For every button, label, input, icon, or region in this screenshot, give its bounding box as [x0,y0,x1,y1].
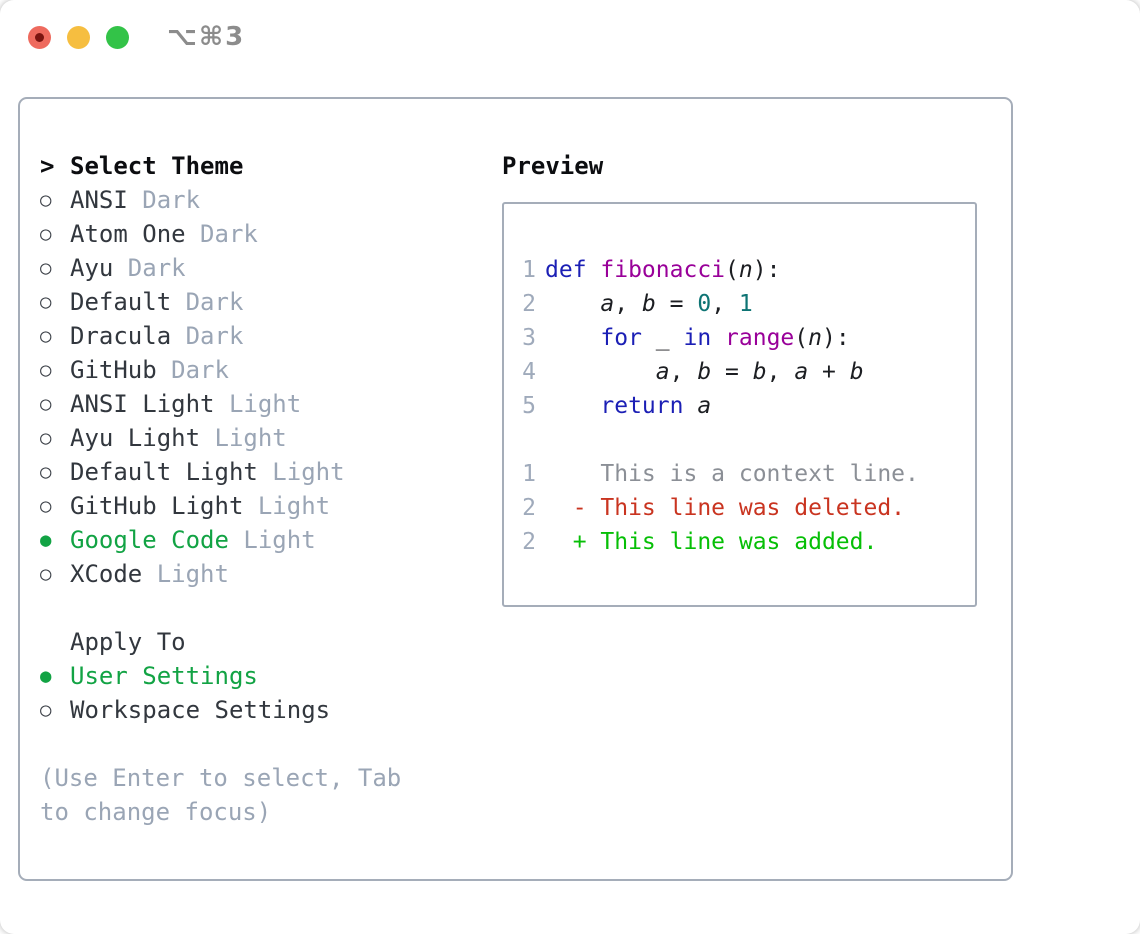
code-line: 3 for _ in range(n): [522,321,975,355]
theme-option-ayu-light[interactable]: ○ Ayu Light Light [40,421,440,455]
apply-to-title: Apply To [70,628,186,656]
radio-unselected-icon: ○ [40,427,52,449]
radio-unselected-icon: ○ [40,189,52,211]
preview-title: Preview [502,152,604,180]
apply-option-workspace-settings[interactable]: ○ Workspace Settings [40,693,440,727]
titlebar: ⌥⌘3 [0,0,1140,74]
apply-to-list: ● User Settings ○ Workspace Settings [40,659,440,727]
code-line: 5 return a [522,389,975,423]
code-line: 2 a, b = 0, 1 [522,287,975,321]
minimize-button[interactable] [67,25,90,49]
theme-option-github[interactable]: ○ GitHub Dark [40,353,440,387]
radio-unselected-icon: ○ [40,699,52,721]
line-number: 3 [522,325,536,351]
theme-option-ansi[interactable]: ○ ANSI Dark [40,183,440,217]
radio-selected-icon: ● [40,665,52,687]
diff-line-context: 1 This is a context line. [522,457,975,491]
apply-to-header: Apply To [40,625,440,659]
apply-option-user-settings[interactable]: ● User Settings [40,659,440,693]
select-theme-title: Select Theme [70,152,244,180]
close-dot-icon [35,32,44,42]
line-number: 2 [522,495,536,521]
radio-selected-icon: ● [40,529,52,551]
code-lines: 1 def fibonacci(n): 2 a, b = 0, 1 3 for … [522,253,975,423]
line-number: 2 [522,291,536,317]
line-number: 1 [522,257,536,283]
radio-unselected-icon: ○ [40,325,52,347]
radio-unselected-icon: ○ [40,359,52,381]
diff-line-deleted: 2 - This line was deleted. [522,491,975,525]
window-title: ⌥⌘3 [167,22,246,52]
main-panel: > Select Theme ○ ANSI Dark ○ Atom One Da… [18,97,1013,881]
zoom-button[interactable] [106,25,129,49]
line-number: 2 [522,529,536,555]
preview-box: 1 def fibonacci(n): 2 a, b = 0, 1 3 for … [502,202,977,607]
theme-option-xcode[interactable]: ○ XCode Light [40,557,440,591]
close-button[interactable] [28,25,51,49]
traffic-lights [28,25,129,49]
theme-option-ansi-light[interactable]: ○ ANSI Light Light [40,387,440,421]
theme-list: ○ ANSI Dark ○ Atom One Dark ○ Ayu Dark ○… [40,183,440,591]
theme-selector: > Select Theme ○ ANSI Dark ○ Atom One Da… [40,149,440,829]
theme-option-ayu[interactable]: ○ Ayu Dark [40,251,440,285]
theme-option-default[interactable]: ○ Default Dark [40,285,440,319]
theme-option-google-code[interactable]: ● Google Code Light [40,523,440,557]
radio-unselected-icon: ○ [40,291,52,313]
radio-unselected-icon: ○ [40,495,52,517]
diff-lines: 1 This is a context line. 2 - This line … [522,457,975,559]
theme-option-default-light[interactable]: ○ Default Light Light [40,455,440,489]
select-theme-header: > Select Theme [40,149,440,183]
theme-option-atom-one[interactable]: ○ Atom One Dark [40,217,440,251]
theme-option-github-light[interactable]: ○ GitHub Light Light [40,489,440,523]
diff-line-added: 2 + This line was added. [522,525,975,559]
line-number: 5 [522,393,536,419]
code-line: 1 def fibonacci(n): [522,253,975,287]
radio-unselected-icon: ○ [40,563,52,585]
radio-unselected-icon: ○ [40,223,52,245]
radio-unselected-icon: ○ [40,393,52,415]
radio-unselected-icon: ○ [40,461,52,483]
prompt-icon: > [40,152,55,180]
code-line: 4 a, b = b, a + b [522,355,975,389]
preview-section: Preview 1 def fibonacci(n): 2 a, b = 0, … [502,149,977,607]
code-area: 1 def fibonacci(n): 2 a, b = 0, 1 3 for … [504,204,975,559]
hint-text: (Use Enter to select, Tab to change focu… [40,764,402,826]
radio-unselected-icon: ○ [40,257,52,279]
line-number: 1 [522,461,536,487]
line-number: 4 [522,359,536,385]
theme-option-dracula[interactable]: ○ Dracula Dark [40,319,440,353]
